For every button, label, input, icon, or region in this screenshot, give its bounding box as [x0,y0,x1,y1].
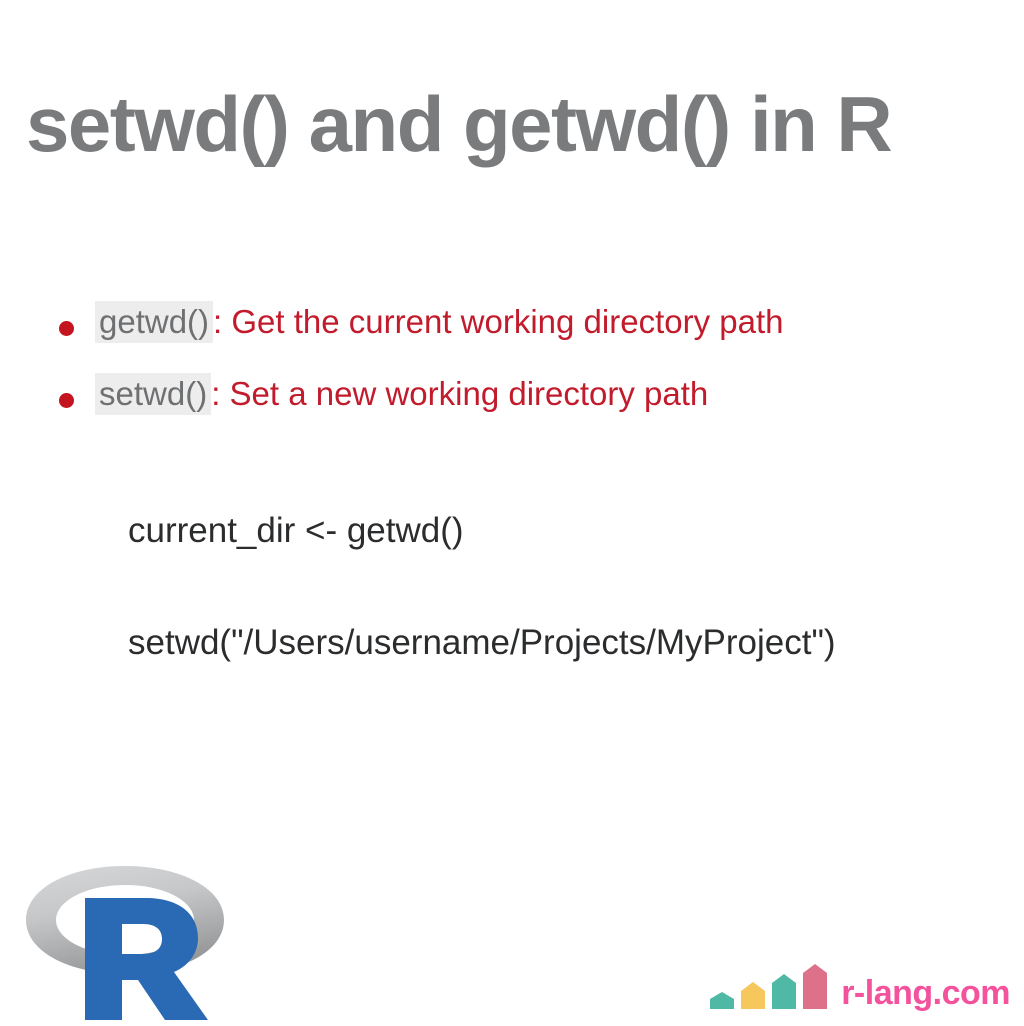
brand-bar-1 [710,992,735,1009]
code-block: current_dir <- getwd() setwd("/Users/use… [128,511,1008,662]
page-title: setwd() and getwd() in R [26,80,893,168]
brand-bar-4 [803,964,828,1009]
brand-bars-icon [710,964,828,1012]
function-name-chip: getwd() [95,301,214,343]
bullet-dot-icon [59,392,74,408]
logo-letter-r [85,898,208,1020]
bullet-dot-icon [59,321,74,336]
brand-name: r-lang.com [841,974,1010,1012]
code-line-getwd: current_dir <- getwd() [128,511,464,550]
bullet-description: Set a new working directory path [229,374,709,412]
function-name-chip: setwd() [95,372,212,415]
code-line-setwd: setwd("/Users/username/Projects/MyProjec… [128,622,836,662]
r-language-logo [22,858,232,1026]
bullet-separator: : [213,303,223,340]
list-item: setwd(): Set a new working directory pat… [55,372,995,416]
brand-watermark: r-lang.com [710,964,1010,1012]
bullet-separator: : [211,374,221,412]
list-item: getwd(): Get the current working directo… [55,300,995,344]
brand-bar-3 [772,974,797,1009]
brand-bar-2 [741,982,766,1009]
definition-list: getwd(): Get the current working directo… [55,300,995,443]
bullet-description: Get the current working directory path [231,303,784,340]
